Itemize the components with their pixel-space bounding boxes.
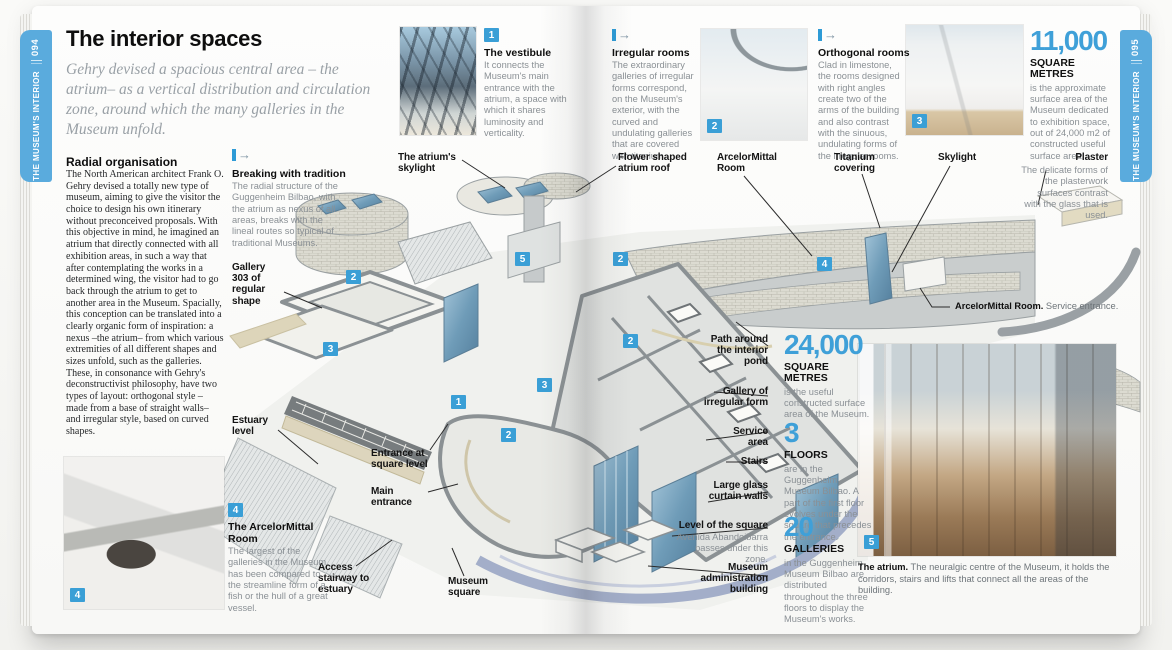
label-gallery-303: Gallery 303 of regular shape <box>232 262 266 307</box>
vestibule-title: The vestibule <box>484 47 552 59</box>
arcelormittal-room-photo: 4 <box>64 457 224 609</box>
stat-value: 11,000 <box>1030 25 1108 56</box>
photo-number-badge: 5 <box>864 535 879 549</box>
stat-3-floors: 3 FLOORS are in the Guggenheim Museum Bi… <box>784 417 872 543</box>
orthogonal-rooms-photo: 3 <box>906 25 1023 135</box>
stat-unit: SQUARE METRES <box>1030 56 1075 80</box>
stat-body: in the Guggenheim Museum Bilbao are dist… <box>784 557 868 625</box>
page-title: The interior spaces <box>66 26 263 51</box>
diagram-badge: 1 <box>451 395 466 409</box>
leader-lines <box>277 159 1047 577</box>
photo-number-badge: 2 <box>707 119 722 133</box>
stat-value: 20 <box>784 511 814 542</box>
arcelormittal-callout-title: The ArcelorMittal Room <box>228 521 314 546</box>
diagram-badge: 5 <box>515 252 530 266</box>
atrium-photo: 5 <box>858 344 1116 556</box>
label-path-pond: Path around the interior pond <box>710 334 768 368</box>
column-body: The North American architect Frank O. Ge… <box>66 169 224 438</box>
label-access-stairway: Access stairway to estuary <box>318 562 370 596</box>
tab-divider <box>30 60 42 64</box>
label-flower-roof: Flower shaped atrium roof <box>618 152 687 175</box>
service-entrance-caption: ArcelorMittal Room. Service entrance. <box>955 301 1119 311</box>
column-heading: Radial organisation <box>66 155 178 169</box>
stat-unit: GALLERIES <box>784 542 845 555</box>
label-skylight: Skylight <box>938 152 977 163</box>
left-page-number: 094 <box>30 38 42 57</box>
vestibule-photo <box>400 27 476 135</box>
label-service-area: Service area <box>733 426 768 449</box>
stat-24000: 24,000 SQUARE METRES is the useful const… <box>784 329 872 421</box>
irregular-rooms-body: The extraordinary galleries of irregular… <box>612 60 694 161</box>
diagram-badge: 2 <box>346 270 361 284</box>
diagram-plaza <box>475 328 873 604</box>
plaster-title: Plaster <box>1075 152 1108 163</box>
stat-11000: 11,000 SQUARE METRES is the approximate … <box>1030 25 1118 162</box>
section-arrow-icon: → <box>232 148 251 161</box>
vestibule-body: It connects the Museum's main entrance w… <box>484 60 567 138</box>
arcelormittal-callout-body: The largest of the galleries in the Muse… <box>228 546 328 613</box>
irregular-rooms-title: Irregular rooms <box>612 47 690 59</box>
photo-number-badge: 4 <box>70 588 85 602</box>
diagram-badge: 2 <box>613 252 628 266</box>
label-entrance-square: Entrance at square level <box>371 448 428 471</box>
chapter-tab-label: THE MUSEUM'S INTERIOR <box>31 71 41 181</box>
label-atrium-skylight: The atrium's skylight <box>398 152 456 175</box>
left-page-tab: 094 THE MUSEUM'S INTERIOR <box>20 30 52 182</box>
diagram-badge: 4 <box>817 257 832 271</box>
tab-divider <box>1130 60 1142 64</box>
section-arrow-icon: → <box>818 28 837 41</box>
label-glass-walls: Large glass curtain walls <box>708 480 768 503</box>
label-level-square-sub: Avenida Abandoibarra passes under this z… <box>676 532 768 565</box>
label-museum-square: Museum square <box>448 576 488 599</box>
label-main-entrance: Main entrance <box>371 486 412 509</box>
diagram-glass-curtain-walls <box>443 283 839 573</box>
diagram-badge: 3 <box>537 378 552 392</box>
label-estuary-level: Estuary level <box>232 415 268 438</box>
section-arrow-icon: → <box>612 28 631 41</box>
callout-number-badge: 4 <box>228 503 243 517</box>
label-gallery-irregular: Gallery of irregular form <box>703 386 768 409</box>
orthogonal-rooms-body: Clad in limestone, the rooms designed wi… <box>818 60 900 161</box>
diagram-left-towers <box>295 192 493 285</box>
diagram-badge: 3 <box>323 342 338 356</box>
pond-path <box>651 328 773 350</box>
right-page-tab: 095 THE MUSEUM'S INTERIOR <box>1120 30 1152 182</box>
photo-number-badge: 3 <box>912 114 927 128</box>
breaking-title: Breaking with tradition <box>232 168 346 180</box>
stat-body: is the useful constructed surface area o… <box>784 386 870 420</box>
label-level-square: Level of the square <box>678 520 768 531</box>
right-page-number: 095 <box>1130 38 1142 57</box>
diagram-badge: 2 <box>501 428 516 442</box>
stat-body: are in the Guggenheim Museum Bilbao. A p… <box>784 463 872 542</box>
lede-text: Gehry devised a spacious central area – … <box>66 61 371 139</box>
chapter-tab-label: THE MUSEUM'S INTERIOR <box>1131 71 1141 181</box>
stat-body: is the approximate surface area of the M… <box>1030 82 1111 161</box>
atrium-caption: The atrium. The neuralgic centre of the … <box>858 562 1110 596</box>
diagram-entrance-area: Guggenheim Bilbao Museoa <box>201 396 432 599</box>
stat-unit: SQUARE METRES <box>784 360 829 384</box>
diagram-right-wing <box>624 219 1036 330</box>
label-stairs: Stairs <box>740 456 768 467</box>
irregular-rooms-photo: 2 <box>701 29 807 140</box>
stat-unit: FLOORS <box>784 448 828 461</box>
stat-value: 24,000 <box>784 329 864 360</box>
stat-20-galleries: 20 GALLERIES in the Guggenheim Museum Bi… <box>784 511 872 626</box>
diagram-gallery-303 <box>229 270 460 360</box>
callout-number-badge: 1 <box>484 28 499 42</box>
diagram-badge: 2 <box>623 334 638 348</box>
breaking-body: The radial structure of the Guggenheim B… <box>232 181 338 248</box>
orthogonal-rooms-title: Orthogonal rooms <box>818 47 910 59</box>
label-arcelormittal-room: ArcelorMittal Room <box>717 152 777 175</box>
label-titanium-covering: Titanium covering <box>834 152 875 175</box>
plaster-body: The delicate forms of the plasterwork su… <box>1021 165 1108 221</box>
stat-value: 3 <box>784 417 800 448</box>
label-admin-building: Museum administration building <box>700 562 769 596</box>
